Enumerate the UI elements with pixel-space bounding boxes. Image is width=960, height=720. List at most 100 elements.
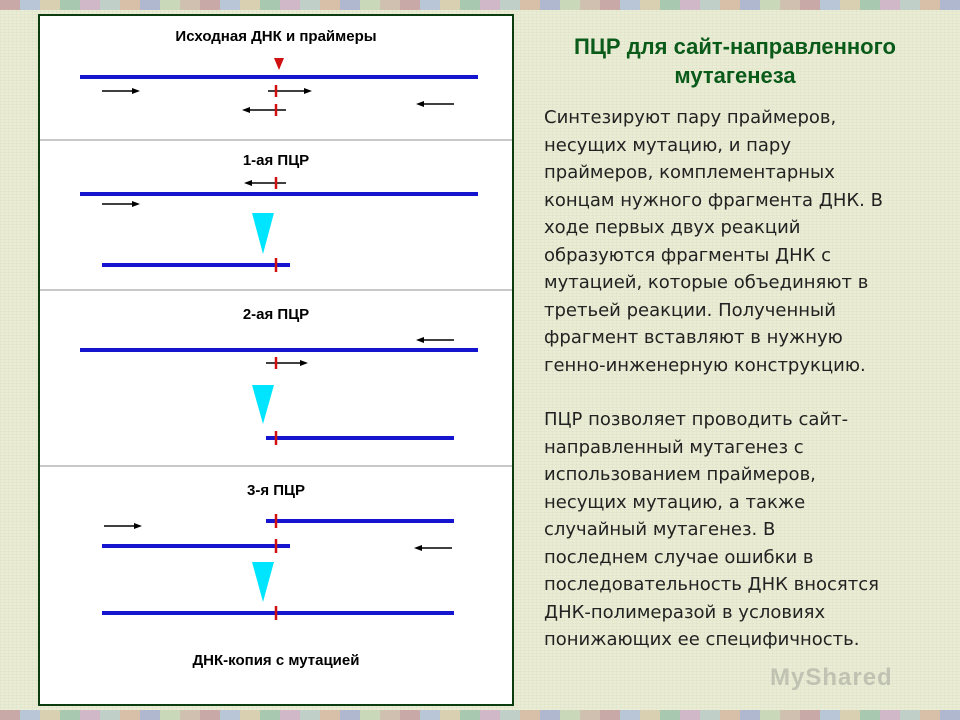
strip-tile <box>140 710 160 720</box>
text-line: направленный мутагенез с <box>544 436 804 458</box>
text-line: ДНК-полимеразой в условиях <box>544 601 826 623</box>
strip-tile <box>380 0 400 10</box>
strip-tile <box>880 0 900 10</box>
strip-tile <box>780 0 800 10</box>
text-line: ПЦР позволяет проводить сайт- <box>544 409 849 430</box>
strip-tile <box>880 710 900 720</box>
bottom-decorative-strip <box>0 710 960 720</box>
strip-tile <box>940 710 960 720</box>
strip-tile <box>940 0 960 10</box>
text-line: несущих мутацию, и пару <box>544 134 792 156</box>
strip-tile <box>480 710 500 720</box>
strip-tile <box>800 710 820 720</box>
strip-tile <box>300 0 320 10</box>
strip-tile <box>100 710 120 720</box>
text-line: генно-инженерную конструкцию. <box>544 354 866 376</box>
strip-tile <box>520 710 540 720</box>
strip-tile <box>500 710 520 720</box>
text-line: Синтезируют пару праймеров, <box>544 107 837 128</box>
label-pcr-2: 2-ая ПЦР <box>242 306 310 323</box>
primer-forward-mutant <box>268 85 312 97</box>
title-line-2: мутагенеза <box>674 63 796 88</box>
strip-tile <box>420 710 440 720</box>
strip-tile <box>200 0 220 10</box>
text-line: третьей реакции. Полученный <box>544 299 836 321</box>
strip-tile <box>340 0 360 10</box>
primer-reverse-outer <box>414 545 452 551</box>
text-line: последнем случае ошибки в <box>544 546 814 568</box>
strip-tile <box>680 710 700 720</box>
strip-tile <box>40 710 60 720</box>
strip-tile <box>200 710 220 720</box>
strip-tile <box>60 710 80 720</box>
primer-forward-mutant <box>266 357 308 369</box>
text-line: последовательность ДНК вносятся <box>544 574 879 595</box>
strip-tile <box>420 0 440 10</box>
strip-tile <box>560 0 580 10</box>
strip-tile <box>720 0 740 10</box>
text-line: концам нужного фрагмента ДНК. В <box>544 189 883 211</box>
section-pcr1 <box>80 177 478 272</box>
strip-tile <box>840 0 860 10</box>
strip-tile <box>260 710 280 720</box>
label-initial-dna: Исходная ДНК и праймеры <box>175 28 377 45</box>
strip-tile <box>160 0 180 10</box>
strip-tile <box>340 710 360 720</box>
strip-tile <box>900 710 920 720</box>
primer-forward-outer <box>102 201 140 207</box>
strip-tile <box>680 0 700 10</box>
strip-tile <box>320 0 340 10</box>
slide-title: ПЦР для сайт-направленного мутагенеза <box>520 32 950 90</box>
strip-tile <box>380 710 400 720</box>
section-dividers <box>40 139 512 467</box>
strip-tile <box>100 0 120 10</box>
title-line-1: ПЦР для сайт-направленного <box>574 34 896 59</box>
strip-tile <box>620 710 640 720</box>
strip-tile <box>760 0 780 10</box>
strip-tile <box>640 710 660 720</box>
strip-tile <box>20 0 40 10</box>
strip-tile <box>560 710 580 720</box>
text-line: мутацией, которые объединяют в <box>544 272 869 293</box>
strip-tile <box>640 0 660 10</box>
primer-reverse-mutant <box>242 104 286 116</box>
strip-tile <box>140 0 160 10</box>
strip-tile <box>740 710 760 720</box>
strip-tile <box>240 710 260 720</box>
strip-tile <box>280 0 300 10</box>
step-down-arrow-icon <box>252 385 274 424</box>
strip-tile <box>580 710 600 720</box>
strip-tile <box>660 0 680 10</box>
strip-tile <box>120 0 140 10</box>
step-down-arrow-icon <box>252 213 274 254</box>
strip-tile <box>580 0 600 10</box>
strip-tile <box>700 0 720 10</box>
strip-tile <box>0 710 20 720</box>
strip-tile <box>840 710 860 720</box>
strip-tile <box>440 0 460 10</box>
primer-reverse-outer <box>416 101 454 107</box>
strip-tile <box>720 710 740 720</box>
strip-tile <box>820 0 840 10</box>
strip-tile <box>540 710 560 720</box>
mutation-site-marker-icon <box>274 58 284 70</box>
strip-tile <box>60 0 80 10</box>
step-down-arrow-icon <box>252 562 274 602</box>
text-line: понижающих ее специфичность. <box>544 629 860 650</box>
strip-tile <box>920 710 940 720</box>
strip-tile <box>760 710 780 720</box>
section-initial <box>80 58 478 116</box>
primer-reverse-mutant <box>244 177 286 189</box>
description-text: Синтезируют пару праймеров, несущих мута… <box>544 104 954 654</box>
strip-tile <box>820 710 840 720</box>
section-pcr3 <box>102 514 454 620</box>
strip-tile <box>260 0 280 10</box>
strip-tile <box>780 710 800 720</box>
strip-tile <box>180 710 200 720</box>
strip-tile <box>480 0 500 10</box>
strip-tile <box>240 0 260 10</box>
label-pcr-3: 3-я ПЦР <box>246 482 305 499</box>
top-decorative-strip <box>0 0 960 10</box>
strip-tile <box>860 710 880 720</box>
strip-tile <box>860 0 880 10</box>
